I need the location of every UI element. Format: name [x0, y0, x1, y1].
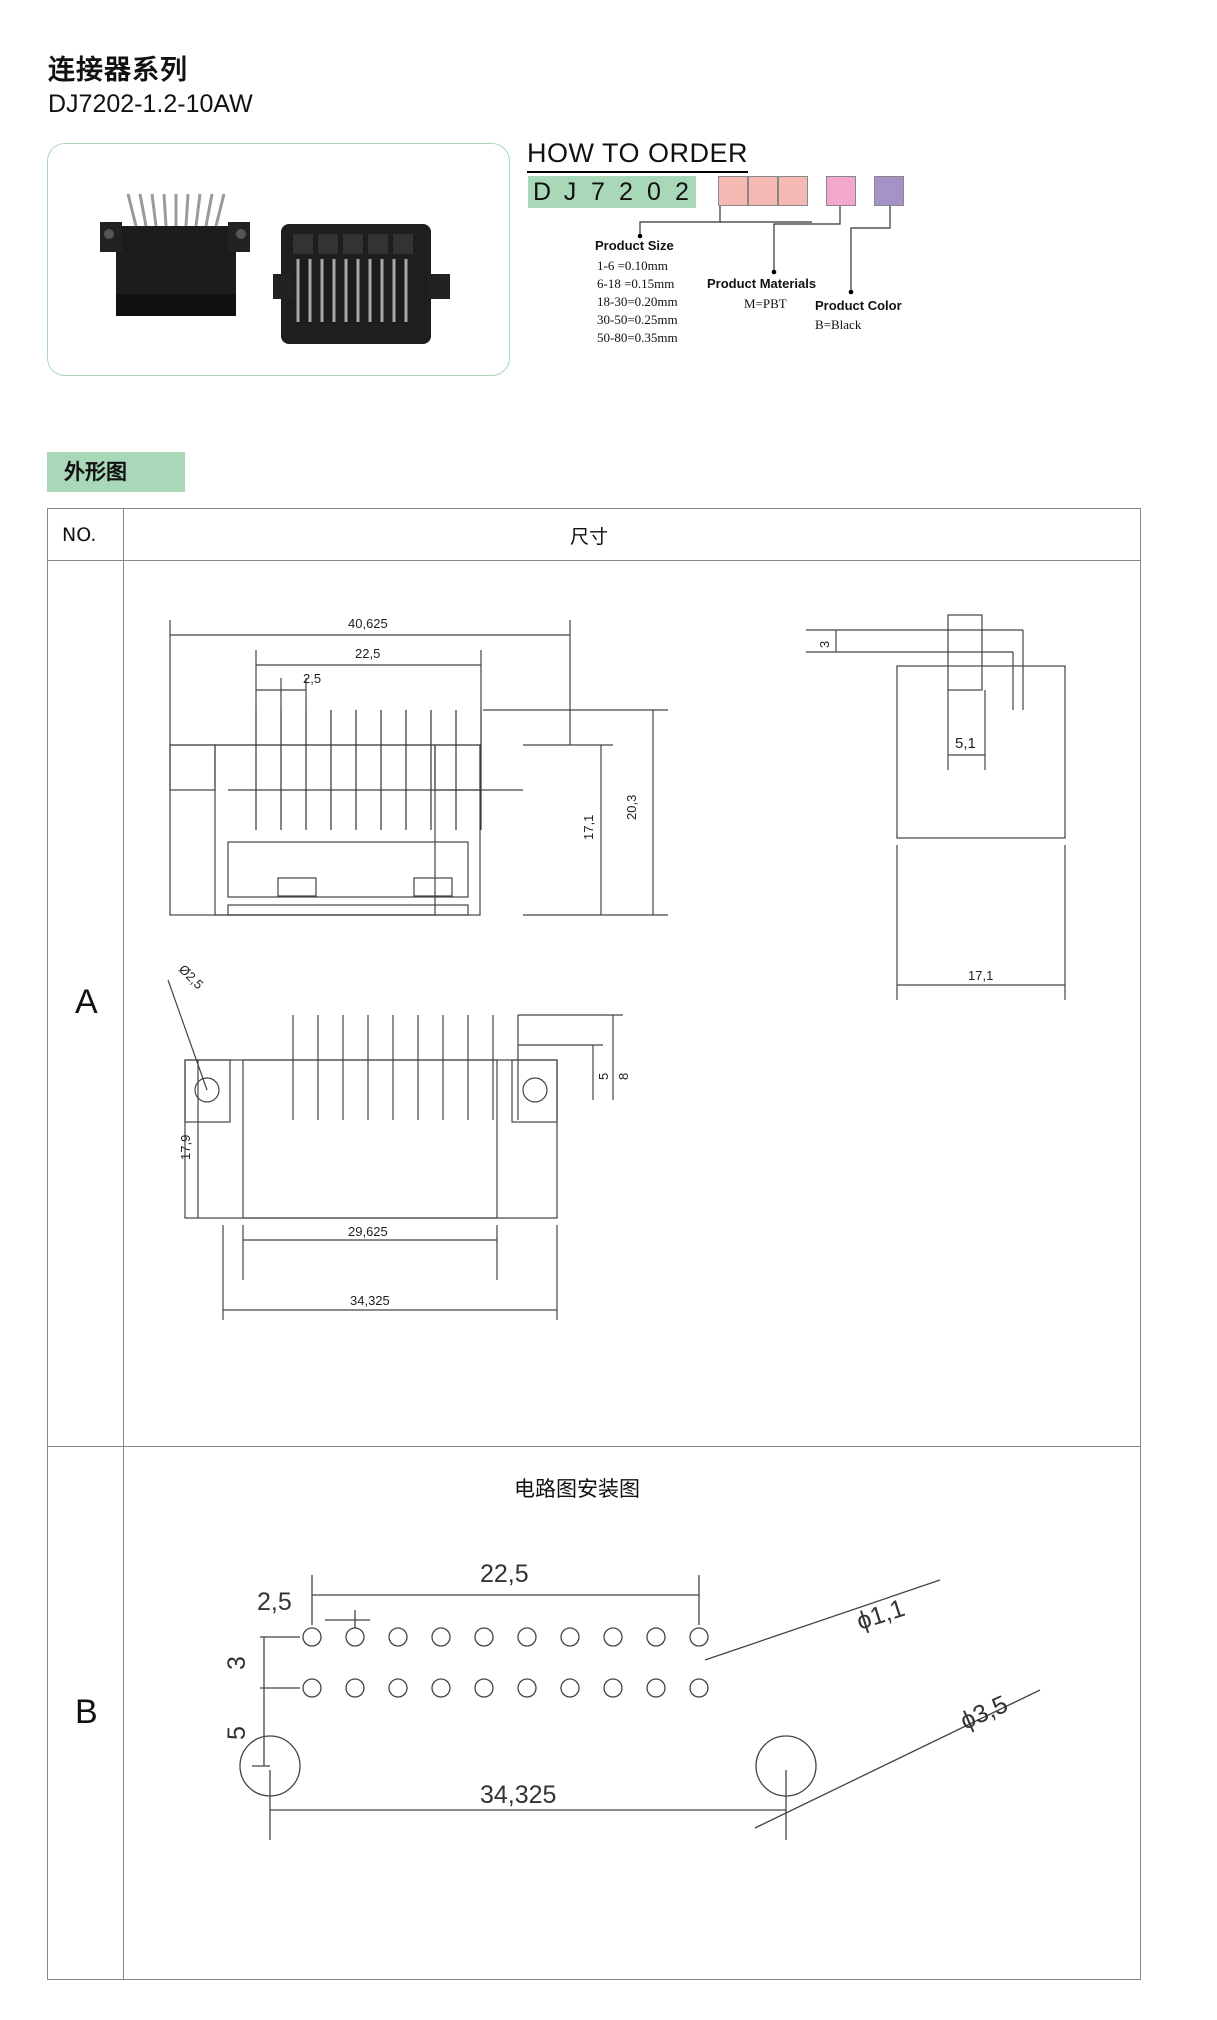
section-title: 外形图: [47, 452, 185, 492]
circuit-diagram-title: 电路图安装图: [514, 1477, 640, 1501]
code-char: 2: [675, 178, 689, 206]
size-value: 6-18 =0.15mm: [597, 276, 675, 291]
header-no: NO.: [62, 524, 97, 546]
dim-label: 3: [223, 1656, 251, 1670]
size-value: 18-30=0.20mm: [597, 294, 678, 309]
code-char: 2: [619, 178, 633, 206]
dim-label: 17,1: [968, 968, 993, 983]
size-box-2: [748, 176, 778, 206]
dim-label: ϕ3,5: [956, 1690, 1012, 1735]
size-value: 1-6 =0.10mm: [597, 258, 668, 273]
product-materials-label: Product Materials: [707, 276, 817, 291]
header-dimension: 尺寸: [570, 526, 609, 548]
order-code-strip: D J 7 2 0 2: [528, 176, 696, 208]
dim-label: 17,1: [581, 815, 596, 840]
row-divider: [48, 1446, 1140, 1447]
product-size-label: Product Size: [595, 238, 674, 253]
code-char: J: [563, 178, 577, 206]
dim-label: 5: [223, 1726, 251, 1740]
page-title: 连接器系列: [48, 55, 188, 86]
dim-label: 34,325: [480, 1781, 556, 1809]
dimension-table: NO. 尺寸 A B 电路图安装图: [47, 508, 1141, 1980]
pin-row-bottom: [302, 1678, 709, 1698]
dim-label: 5,1: [955, 735, 976, 752]
dim-label: ϕ1,1: [853, 1594, 908, 1636]
dim-label: 20,3: [624, 795, 639, 820]
drawing-a: 40,625 22,5 2,5 20,3 17,1 3 5,1 17,1: [167, 614, 1066, 1320]
dim-label: 40,625: [348, 616, 388, 631]
size-box-3: [778, 176, 808, 206]
code-char: D: [532, 178, 552, 206]
order-leader-lines: [637, 206, 891, 295]
pin-row-top: [302, 1627, 709, 1647]
connector-photo: [100, 193, 450, 344]
dim-label: 22,5: [480, 1560, 529, 1588]
product-color-label: Product Color: [815, 298, 902, 313]
code-char: 0: [647, 178, 661, 206]
color-box: [874, 176, 904, 206]
dim-label: 3: [817, 641, 832, 648]
size-value: 30-50=0.25mm: [597, 312, 678, 327]
product-materials-value: M=PBT: [744, 296, 787, 311]
material-box: [826, 176, 856, 206]
dim-label: 17,9: [178, 1135, 193, 1160]
row-label-b: B: [75, 1693, 98, 1731]
product-color-value: B=Black: [815, 317, 862, 332]
row-label-a: A: [75, 983, 98, 1021]
product-size-values: 1-6 =0.10mm 6-18 =0.15mm 18-30=0.20mm 30…: [597, 257, 678, 347]
drawing-b: 22,5 2,5 ϕ1,1 3 5 ϕ3,5 34,325: [223, 1560, 1041, 1840]
dim-label: 8: [616, 1073, 631, 1080]
dim-label: 2,5: [303, 671, 321, 686]
size-box-1: [718, 176, 748, 206]
dim-label: 2,5: [257, 1588, 292, 1616]
dim-label: Ø2,5: [176, 962, 207, 993]
dim-label: 29,625: [348, 1224, 388, 1239]
dim-label: 22,5: [355, 646, 380, 661]
how-to-order-title: HOW TO ORDER: [527, 138, 749, 173]
header-divider: [48, 560, 1140, 561]
size-value: 50-80=0.35mm: [597, 330, 678, 345]
dim-label: 5: [596, 1073, 611, 1080]
product-photo-frame: [47, 143, 510, 376]
code-char: 7: [591, 178, 605, 206]
dim-label: 34,325: [350, 1293, 390, 1308]
model-number: DJ7202-1.2-10AW: [48, 90, 253, 118]
column-divider: [123, 509, 124, 1979]
